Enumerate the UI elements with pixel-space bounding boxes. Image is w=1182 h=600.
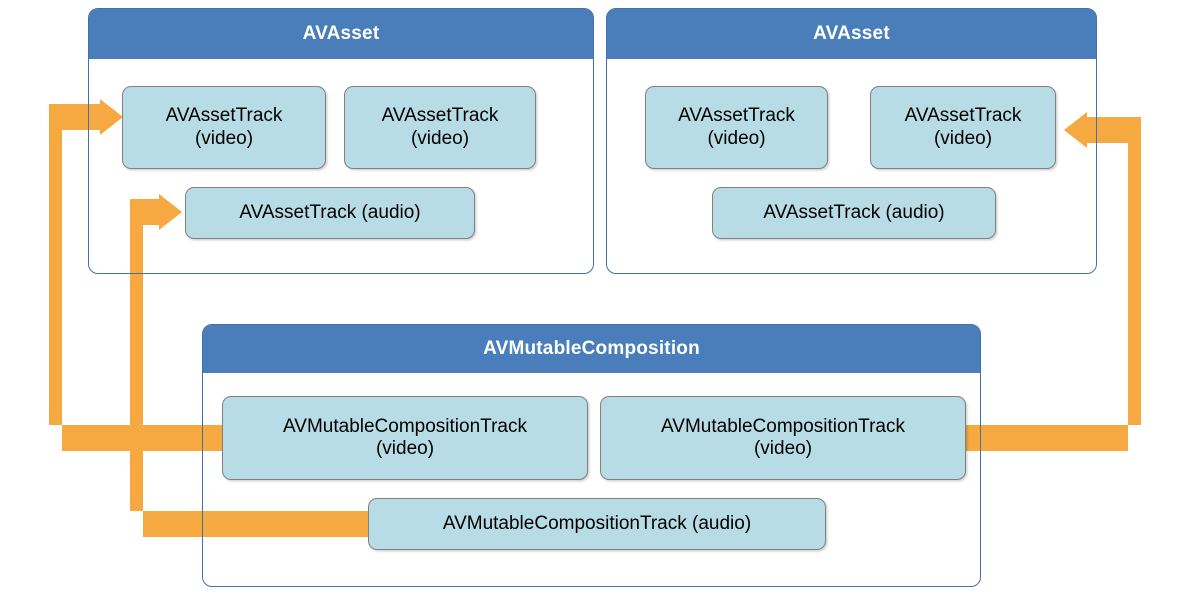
asset-right-video-track-2: AVAssetTrack (video) bbox=[870, 86, 1056, 169]
asset-right-audio-track-label: AVAssetTrack (audio) bbox=[763, 201, 945, 223]
asset-left-audio-track-label: AVAssetTrack (audio) bbox=[239, 201, 421, 223]
composition-header: AVMutableComposition bbox=[203, 325, 980, 373]
asset-left-video-track-1-label: AVAssetTrack (video) bbox=[165, 105, 283, 149]
asset-right-header: AVAsset bbox=[607, 9, 1096, 59]
asset-right-container bbox=[606, 8, 1097, 274]
asset-left-video-track-2: AVAssetTrack (video) bbox=[344, 86, 536, 169]
asset-right-video-track-1-label: AVAssetTrack (video) bbox=[678, 105, 795, 149]
asset-right-header-label: AVAsset bbox=[813, 23, 890, 44]
composition-container bbox=[202, 324, 981, 587]
composition-audio-track: AVMutableCompositionTrack (audio) bbox=[368, 498, 826, 550]
asset-left-header: AVAsset bbox=[89, 9, 593, 59]
asset-right-video-track-1: AVAssetTrack (video) bbox=[645, 86, 828, 169]
asset-right-video-track-2-label: AVAssetTrack (video) bbox=[904, 105, 1022, 149]
composition-video-track-2-label: AVMutableCompositionTrack (video) bbox=[661, 415, 905, 459]
composition-video-track-1: AVMutableCompositionTrack (video) bbox=[222, 396, 588, 480]
asset-left-header-label: AVAsset bbox=[302, 23, 380, 44]
asset-right-audio-track: AVAssetTrack (audio) bbox=[712, 187, 996, 239]
asset-left-audio-track: AVAssetTrack (audio) bbox=[185, 187, 475, 239]
asset-left-video-track-2-label: AVAssetTrack (video) bbox=[381, 105, 499, 149]
composition-header-label: AVMutableComposition bbox=[483, 338, 700, 359]
asset-left-video-track-1: AVAssetTrack (video) bbox=[122, 86, 326, 169]
asset-left-container bbox=[88, 8, 594, 274]
composition-audio-track-label: AVMutableCompositionTrack (audio) bbox=[442, 512, 752, 534]
composition-video-track-2: AVMutableCompositionTrack (video) bbox=[600, 396, 966, 480]
composition-video-track-1-label: AVMutableCompositionTrack (video) bbox=[283, 415, 527, 459]
